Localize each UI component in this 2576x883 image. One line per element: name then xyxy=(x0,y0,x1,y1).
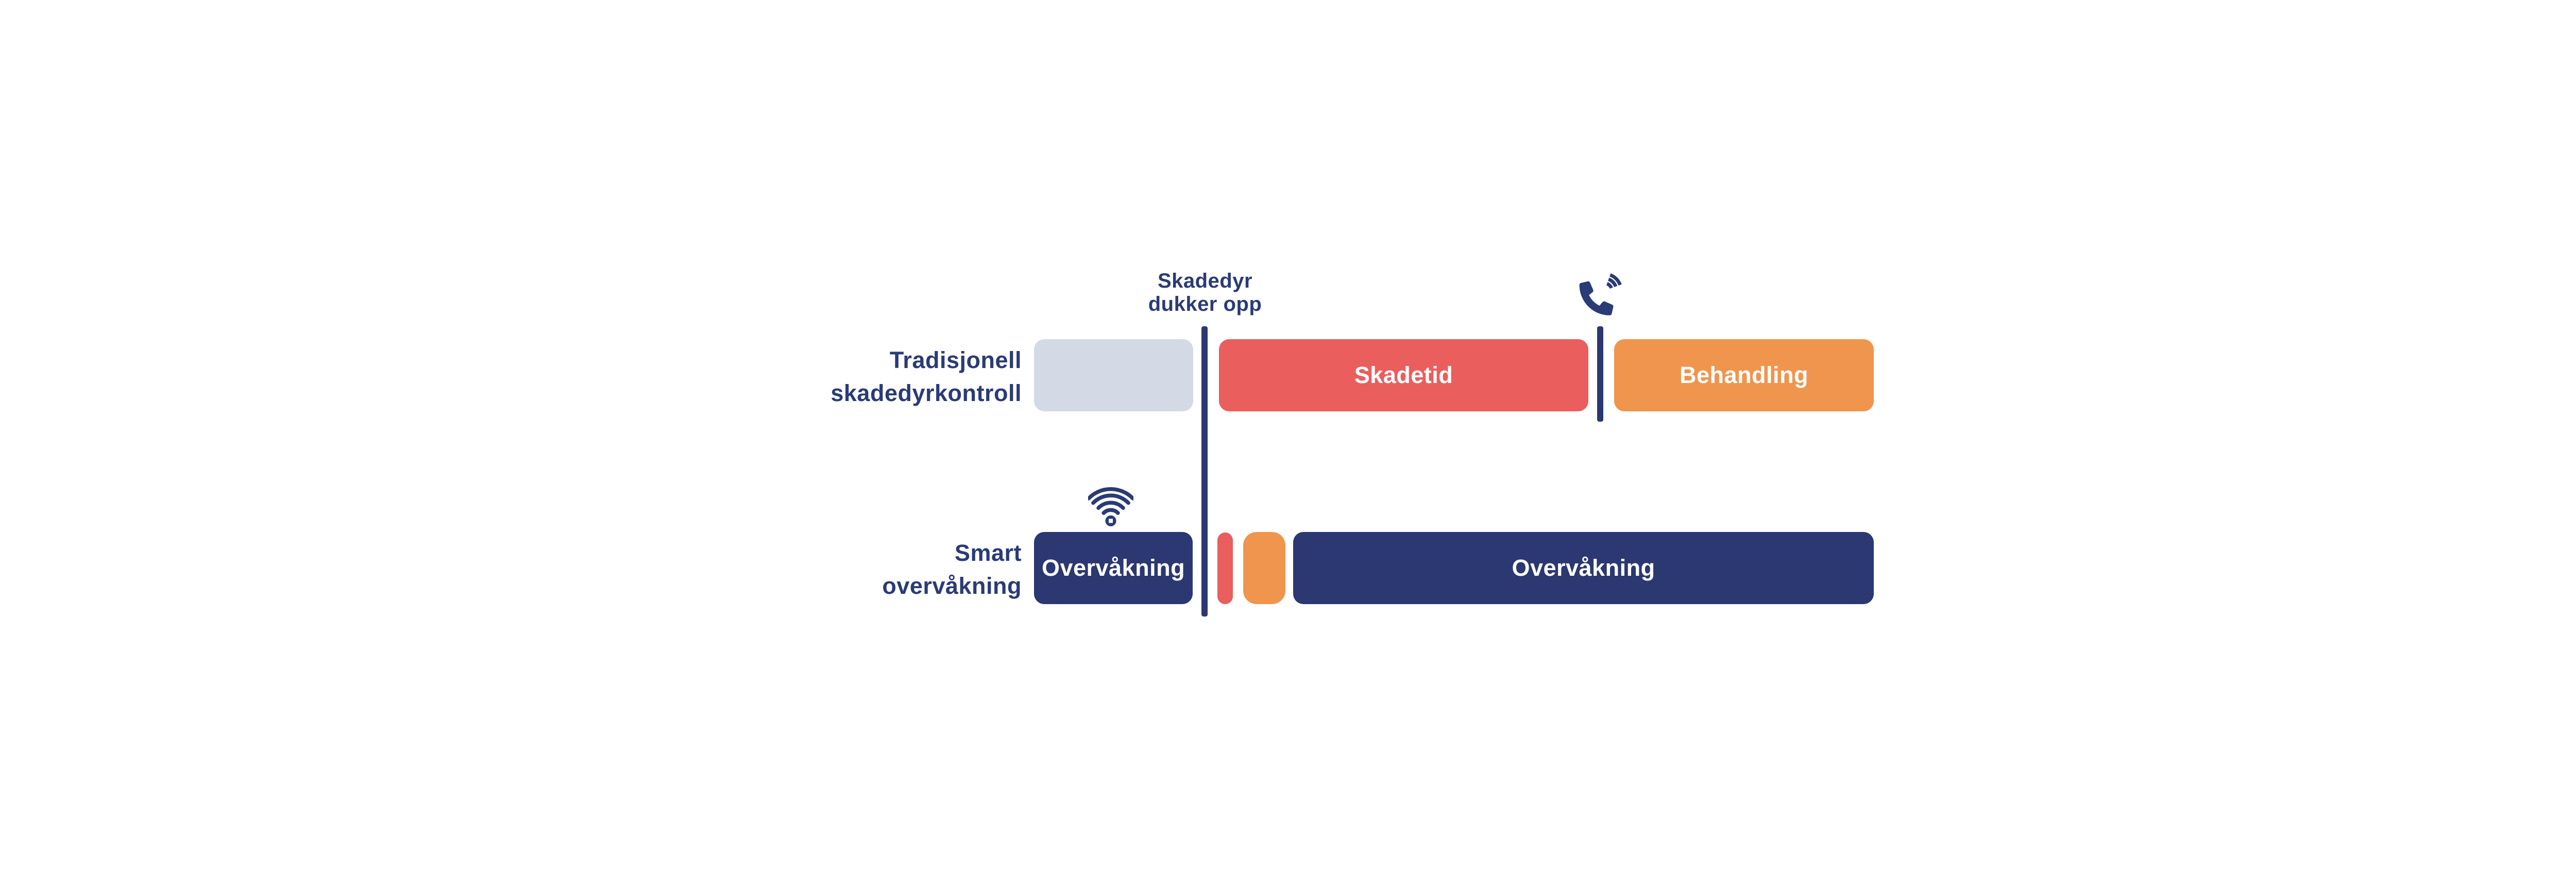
bar-traditional-skadetid: Skadetid xyxy=(1219,339,1588,411)
bar-smart-overvakning-before: Overvåkning xyxy=(1034,532,1193,604)
row-label-traditional: Tradisjonell skadedyrkontroll xyxy=(661,344,1022,410)
bar-traditional-behandling: Behandling xyxy=(1614,339,1874,411)
pest-appears-annotation: Skadedyr dukker opp xyxy=(1050,270,1360,316)
bar-smart-overvakning-after: Overvåkning xyxy=(1293,532,1874,604)
treatment-call-marker-line xyxy=(1597,326,1603,422)
bar-smart-short-skadetid xyxy=(1217,532,1233,604)
row-label-traditional-line-2: skadedyrkontroll xyxy=(831,380,1022,406)
row-label-smart-line-2: overvåkning xyxy=(882,573,1022,599)
row-label-traditional-line-1: Tradisjonell xyxy=(889,347,1022,373)
phone-ringing-icon xyxy=(1579,273,1622,315)
annotation-line-1: Skadedyr xyxy=(1157,270,1253,292)
annotation-line-2: dukker opp xyxy=(1148,293,1262,315)
row-label-smart-line-1: Smart xyxy=(954,540,1022,566)
bar-smart-short-behandling xyxy=(1243,532,1285,604)
pest-appears-marker-line xyxy=(1201,326,1208,617)
wifi-signal-icon xyxy=(1088,487,1133,526)
row-label-smart: Smart overvåkning xyxy=(661,537,1022,603)
bar-traditional-pre-period xyxy=(1034,339,1193,411)
